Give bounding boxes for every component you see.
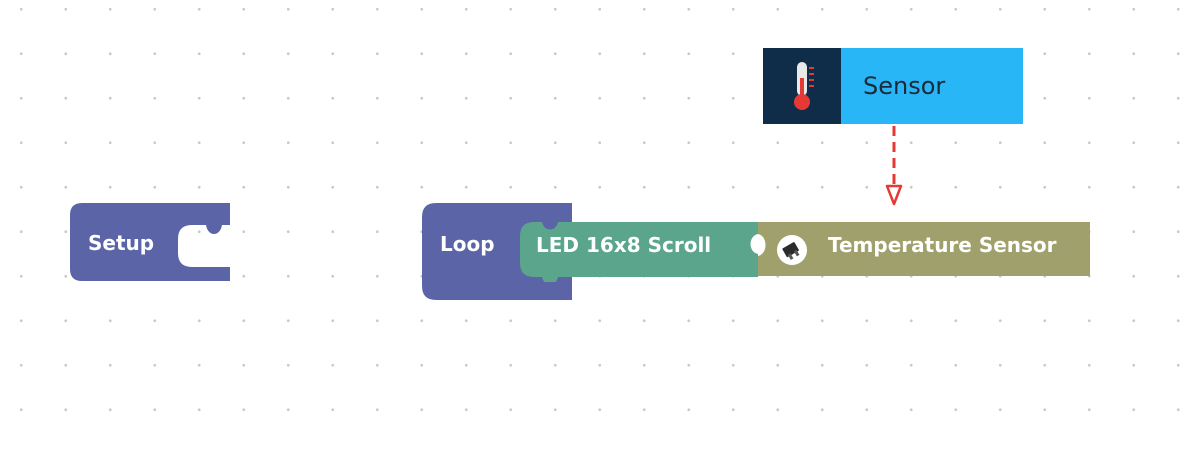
led-block-label: LED 16x8 Scroll (536, 233, 712, 257)
temperature-sensor-block[interactable]: Temperature Sensor (756, 222, 1092, 278)
led-16x8-scroll-block[interactable]: LED 16x8 Scroll (518, 222, 773, 285)
temperature-block-label: Temperature Sensor (828, 233, 1057, 257)
loop-block-label: Loop (440, 232, 495, 256)
sensor-toolbox-item[interactable]: Sensor (763, 48, 1023, 124)
setup-block-label: Setup (88, 231, 155, 255)
sensor-chip-icon (776, 234, 808, 266)
thermometer-icon (763, 48, 841, 124)
temperature-block-shape (758, 222, 1090, 276)
setup-block[interactable]: Setup (70, 203, 240, 285)
led-block-shape (520, 222, 758, 285)
sensor-toolbox-label: Sensor (863, 72, 946, 100)
setup-block-shape (70, 203, 230, 281)
sensor-toolbox-label-box: Sensor (841, 48, 1023, 124)
drag-hint-arrow-icon (885, 126, 903, 206)
